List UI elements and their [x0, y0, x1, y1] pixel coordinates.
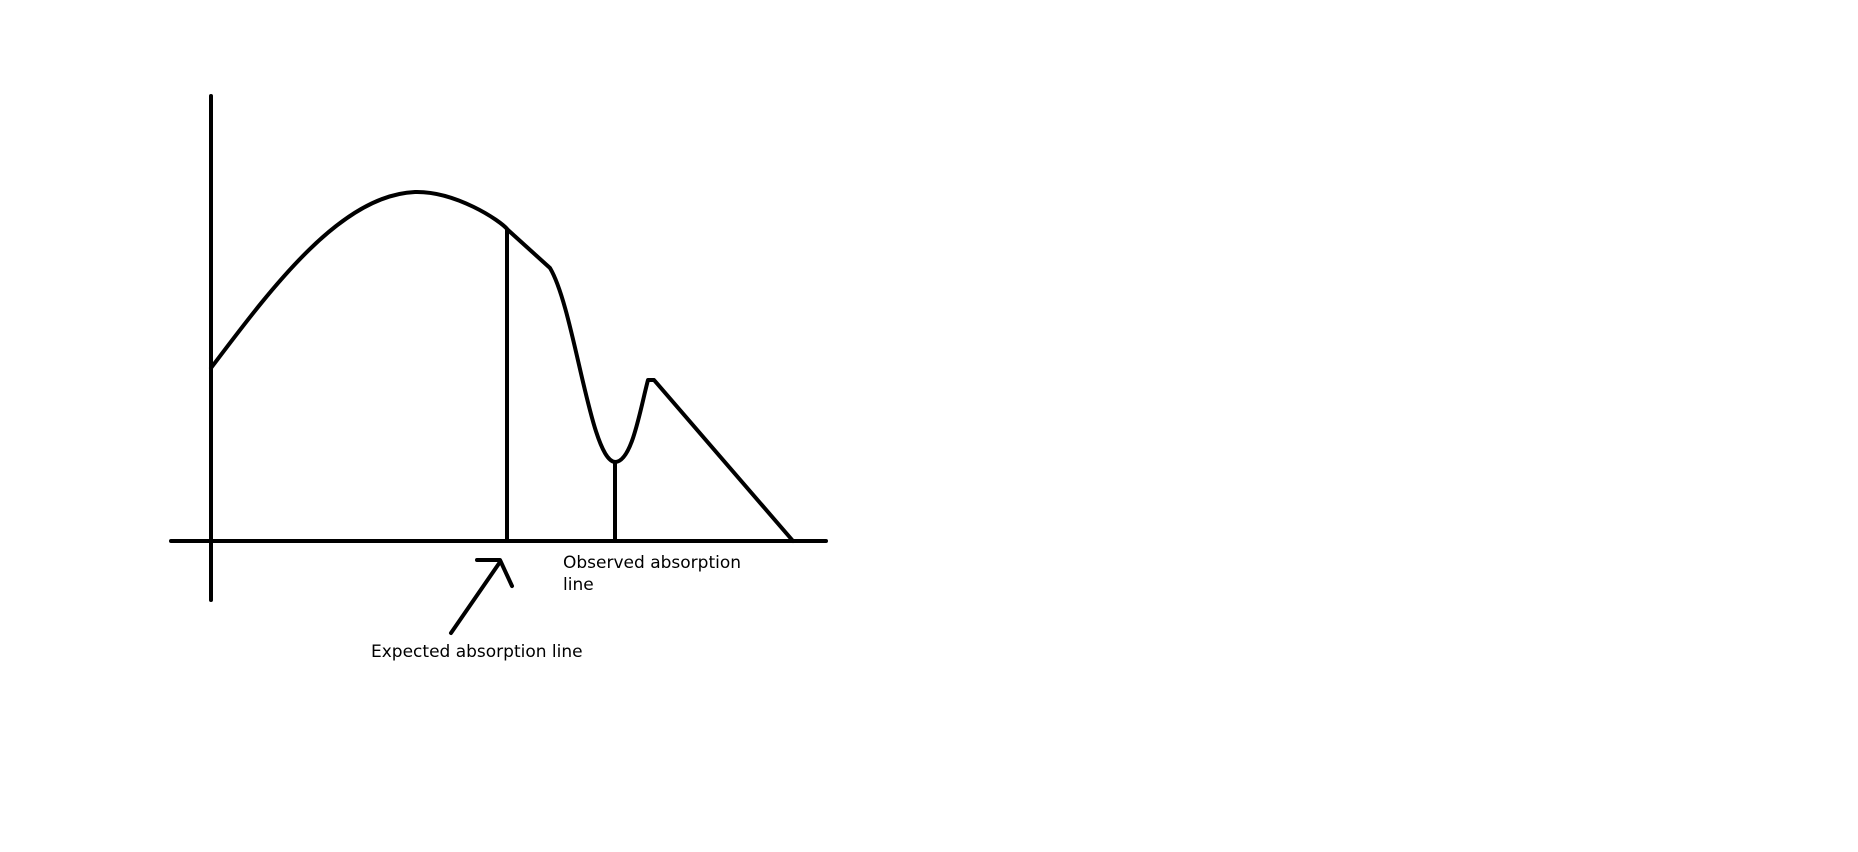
- expected-absorption-label: Expected absorption line: [371, 642, 583, 662]
- arrow-shaft: [449, 560, 502, 635]
- observed-absorption-label-line1: Observed absorption: [563, 553, 742, 573]
- arrow-head: [475, 558, 514, 588]
- observed-absorption-label-line2: line: [563, 575, 594, 595]
- expected-arrow: [449, 558, 514, 635]
- spectrum-curve: [209, 189, 795, 543]
